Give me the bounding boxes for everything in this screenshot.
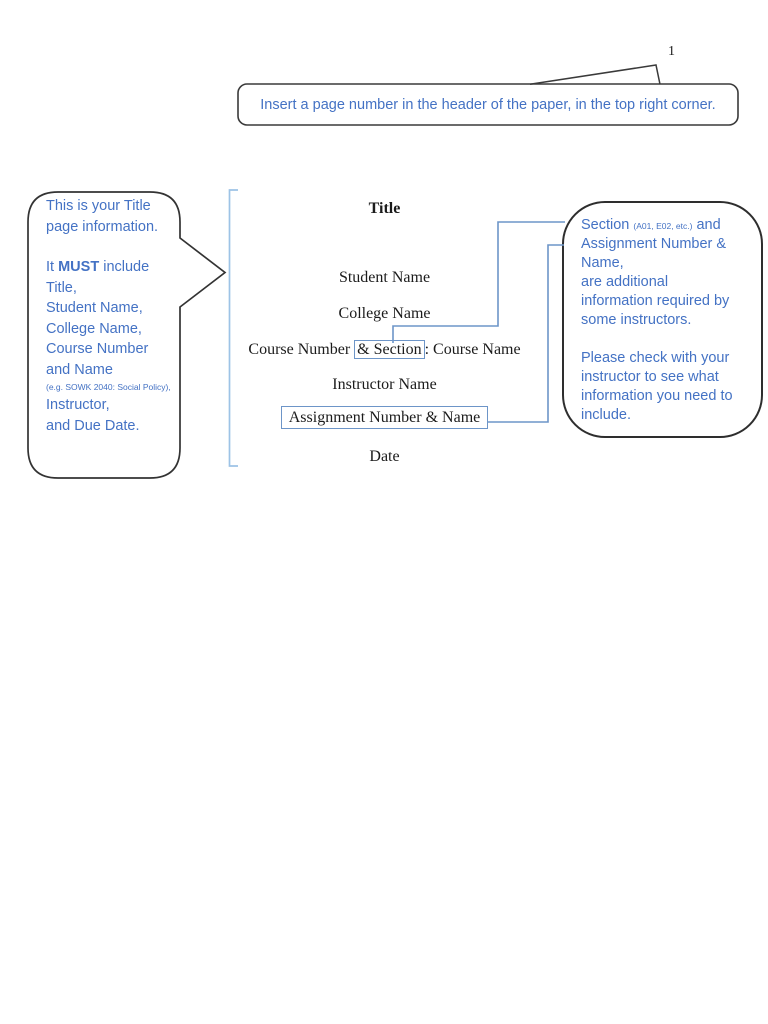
left-bubble-list: Title, Student Name, College Name, Cours… <box>46 279 149 378</box>
top-callout-label: Insert a page number in the header of th… <box>260 96 716 113</box>
must-prefix: It <box>46 259 59 275</box>
titlepage-date: Date <box>369 448 400 465</box>
titlepage-college-name: College Name <box>338 305 431 322</box>
assignment-box: Assignment Number & Name <box>280 406 489 429</box>
left-bubble-intro: This is your Title page information. <box>46 198 159 235</box>
right-bubble-gap <box>581 330 755 349</box>
course-suffix: : Course Name <box>424 341 521 358</box>
titlepage-title: Title <box>368 200 401 217</box>
section-examples-note: (A01, E02, etc.) <box>633 221 693 231</box>
course-prefix: Course Number <box>248 341 355 358</box>
page-number: 1 <box>668 44 675 59</box>
left-bubble-must-line: It MUST include <box>46 257 178 278</box>
right-bubble: Section (A01, E02, etc.) and Assignment … <box>581 216 755 425</box>
section-and: and <box>692 217 721 233</box>
top-callout-tail <box>529 64 661 86</box>
course-section-box: & Section <box>354 340 425 359</box>
top-callout: Insert a page number in the header of th… <box>240 84 736 125</box>
titlepage-assignment-line: Assignment Number & Name <box>232 406 537 429</box>
titlepage-course-line: Course Number & Section: Course Name <box>232 340 537 359</box>
left-bubble-example-note: (e.g. SOWK 2040: Social Policy), <box>46 382 171 392</box>
right-bubble-para2: Please check with your instructor to see… <box>581 350 733 423</box>
left-bubble-end: Instructor, and Due Date. <box>46 397 140 434</box>
section-word: Section <box>581 217 634 233</box>
must-word: MUST <box>58 259 100 275</box>
right-bubble-first-line: Section (A01, E02, etc.) and <box>581 216 755 235</box>
titlepage-instructor-name: Instructor Name <box>332 376 437 393</box>
left-bubble-gap <box>46 237 178 257</box>
left-bubble: This is your Title page information. It … <box>46 196 178 436</box>
must-suffix: include <box>99 259 150 275</box>
titlepage-student-name: Student Name <box>338 269 431 286</box>
right-bubble-para1: Assignment Number & Name, are additional… <box>581 236 730 328</box>
